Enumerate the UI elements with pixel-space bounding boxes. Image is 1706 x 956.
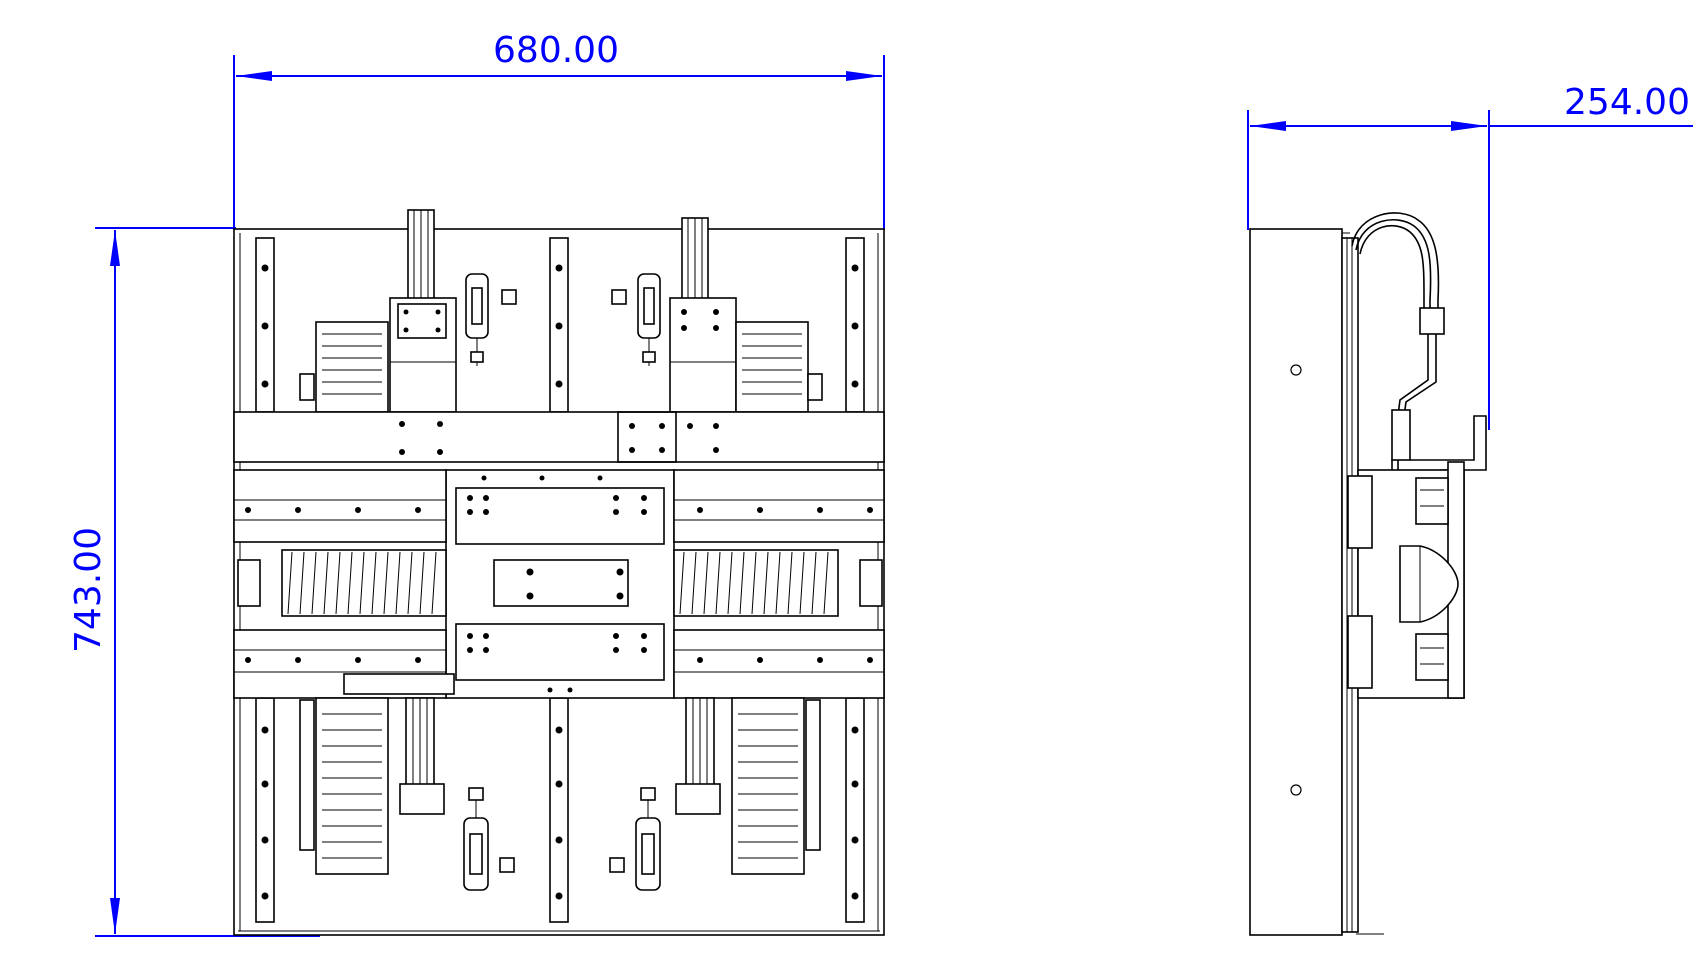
motor-housing: [1399, 545, 1459, 623]
ball-screws: [237, 549, 883, 617]
upper-cables: [407, 209, 709, 303]
dimension-height: 743.00: [68, 227, 320, 937]
side-view: [1249, 212, 1487, 936]
center-slide: [445, 469, 675, 699]
upper-cylinders: [465, 273, 661, 366]
dimension-width: 680.00: [233, 30, 885, 230]
upper-cross-beam: [233, 411, 885, 463]
lower-assemblies: [299, 673, 821, 875]
depth-label: 254.00: [1564, 82, 1690, 123]
front-view: [233, 209, 885, 936]
width-label: 680.00: [493, 30, 619, 71]
lower-cylinders: [463, 787, 661, 891]
cable-loop: [1351, 212, 1440, 330]
height-label: 743.00: [68, 527, 109, 653]
dimension-depth: 254.00: [1247, 82, 1693, 430]
upper-brackets: [389, 297, 737, 413]
side-base-plate: [1249, 228, 1343, 936]
horizontal-rails: [233, 469, 885, 699]
